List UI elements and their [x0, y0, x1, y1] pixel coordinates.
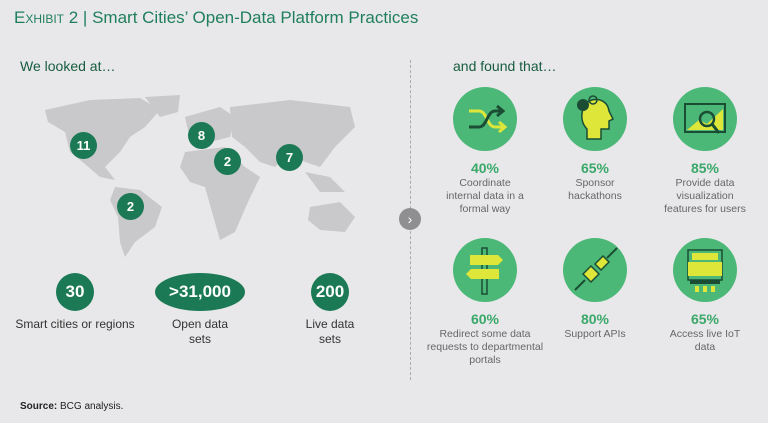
- source-note: Source: BCG analysis.: [20, 401, 123, 412]
- stat-datasets-label: Open data sets: [171, 317, 229, 346]
- plug-icon: [563, 238, 627, 302]
- label-hackathons: Sponsor hackathons: [568, 177, 622, 202]
- label-visualization: Provide data visualization features for …: [664, 177, 746, 215]
- world-map: [45, 95, 355, 257]
- right-heading: and found that…: [453, 58, 557, 74]
- source-label: Source:: [20, 401, 58, 412]
- pct-visualization: 85%: [690, 160, 720, 176]
- map-pin-north-america: 11: [70, 132, 97, 159]
- stat-live-label: Live data sets: [305, 317, 355, 346]
- asia: [230, 100, 355, 167]
- pct-coordinate: 40%: [470, 160, 500, 176]
- left-heading: We looked at…: [20, 58, 116, 74]
- source-text: BCG analysis.: [57, 401, 124, 412]
- label-apis: Support APIs: [564, 328, 626, 340]
- exhibit-title: Exhibit 2 | Smart Cities’ Open-Data Plat…: [14, 8, 418, 28]
- title-separator: |: [78, 8, 93, 27]
- pct-iot: 65%: [690, 311, 720, 327]
- label-iot: Access live IoT data: [669, 328, 741, 353]
- head-gears-icon: [563, 87, 627, 151]
- stat-datasets-value: >31,000: [155, 273, 245, 311]
- map-pin-asia: 7: [276, 144, 303, 171]
- africa: [180, 147, 260, 240]
- southeast-asia: [305, 172, 345, 192]
- shuffle-arrows-icon: [453, 87, 517, 151]
- label-coordinate: Coordinate internal data in a formal way: [446, 177, 524, 215]
- stat-live-value: 200: [311, 273, 349, 311]
- map-pin-middle-east: 2: [214, 148, 241, 175]
- chart-magnifier-icon: [673, 87, 737, 151]
- greenland: [145, 95, 180, 117]
- pct-apis: 80%: [580, 311, 610, 327]
- label-redirect: Redirect some data requests to departmen…: [426, 328, 544, 366]
- exhibit-number: Exhibit 2: [14, 8, 79, 27]
- map-pin-europe: 8: [188, 122, 215, 149]
- title-text: Smart Cities’ Open-Data Platform Practic…: [92, 8, 419, 27]
- chevron-right-icon[interactable]: ›: [399, 208, 421, 230]
- map-pin-south-america: 2: [117, 193, 144, 220]
- signpost-icon: [453, 238, 517, 302]
- stat-cities-label: Smart cities or regions: [15, 317, 135, 331]
- stat-cities-value: 30: [56, 273, 94, 311]
- iot-meter-icon: [673, 238, 737, 302]
- north-america: [45, 98, 160, 180]
- australia: [308, 202, 355, 232]
- pct-hackathons: 65%: [580, 160, 610, 176]
- pct-redirect: 60%: [470, 311, 500, 327]
